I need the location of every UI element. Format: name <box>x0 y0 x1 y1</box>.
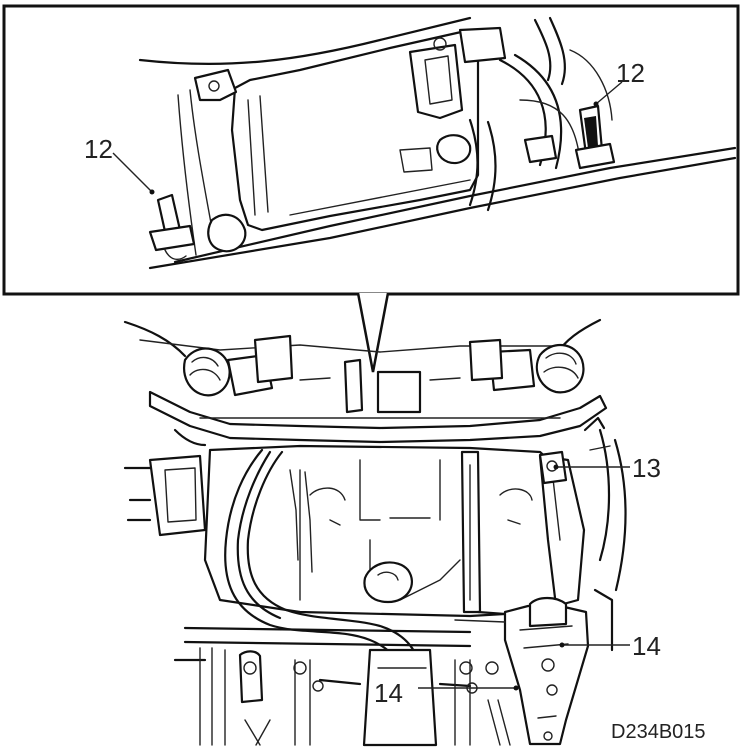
clip-left-12 <box>148 193 196 261</box>
inset-pointer <box>356 292 390 373</box>
clip-right-12 <box>574 104 616 170</box>
detail-inset: 12 12 <box>2 4 740 296</box>
callout-13: 13 <box>632 453 661 483</box>
bracket-14-right <box>503 596 590 746</box>
main-view <box>123 318 627 747</box>
callout-12-left: 12 <box>84 134 113 164</box>
callout-14-bottom: 14 <box>374 678 403 708</box>
callout-12-right: 12 <box>616 58 645 88</box>
crossmember <box>148 390 608 444</box>
figure-code: D234B015 <box>611 721 706 743</box>
callout-14-right: 14 <box>632 631 661 661</box>
